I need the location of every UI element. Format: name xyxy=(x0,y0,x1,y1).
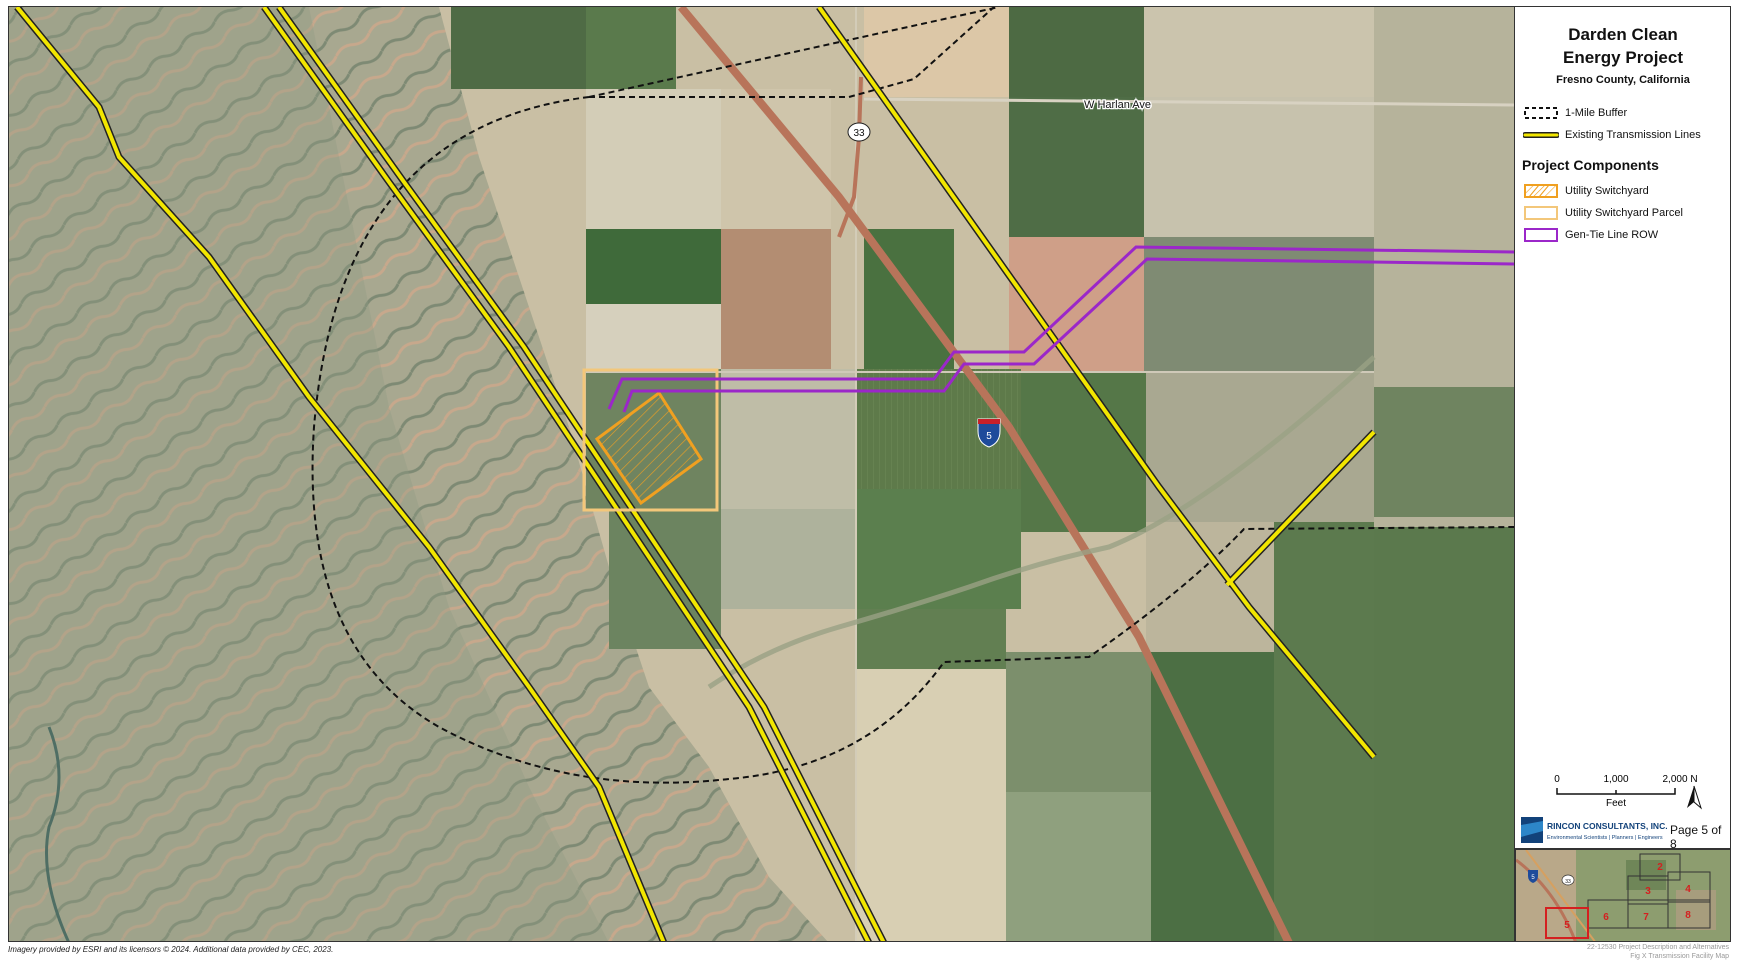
legend-label-gentie: Gen-Tie Line ROW xyxy=(1565,229,1659,241)
rincon-logo: RINCON CONSULTANTS, INC. Environmental S… xyxy=(1521,811,1669,847)
document-reference: 22-12530 Project Description and Alterna… xyxy=(1587,943,1729,961)
legend-label-transmission: Existing Transmission Lines xyxy=(1565,129,1701,141)
gen-tie-row[interactable] xyxy=(607,245,1515,413)
scale-bar: 0 1,000 2,000 Feet xyxy=(1553,772,1693,822)
map-subtitle: Fresno County, California xyxy=(1556,74,1690,86)
inset-interstate-shield: 5 xyxy=(1528,870,1538,883)
parcel-swatch-icon xyxy=(1524,206,1558,220)
scale-tick-1000: 1,000 xyxy=(1603,774,1628,785)
buffer-swatch-icon xyxy=(1524,107,1558,119)
scale-tick-0: 0 xyxy=(1554,774,1560,785)
svg-text:5: 5 xyxy=(1531,875,1535,881)
switchyard-swatch-icon xyxy=(1524,184,1558,198)
map-title-line1: Darden Clean xyxy=(1568,25,1678,44)
map-frame[interactable]: W Harlan Ave 33 5 xyxy=(8,6,1515,942)
inset-page-label-5: 5 xyxy=(1564,920,1570,931)
imagery-credits: Imagery provided by ESRI and its licenso… xyxy=(8,945,334,954)
one-mile-buffer xyxy=(311,7,1514,784)
scale-bar-graphic: 0 1,000 2,000 Feet xyxy=(1554,774,1688,809)
inset-page-label-4: 4 xyxy=(1685,884,1691,895)
one-mile-buffer-top xyxy=(589,7,995,98)
road-label-harlan: W Harlan Ave xyxy=(1084,99,1151,111)
interstate-5-shield: 5 xyxy=(977,418,1001,448)
svg-text:5: 5 xyxy=(986,431,992,442)
inset-page-box-4[interactable] xyxy=(1667,871,1711,903)
inset-page-label-3: 3 xyxy=(1645,886,1651,897)
map-title-line2: Energy Project xyxy=(1563,48,1683,67)
inset-page-box-5-current[interactable] xyxy=(1545,907,1589,939)
legend-panel: Darden Clean Energy Project Fresno Count… xyxy=(1515,6,1731,851)
inset-page-label-6: 6 xyxy=(1603,912,1609,923)
inset-map[interactable]: 5 33 2 3 4 5 6 7 8 xyxy=(1515,849,1731,942)
legend-item-buffer: 1-Mile Buffer xyxy=(1523,105,1627,121)
inset-page-label-8: 8 xyxy=(1685,910,1691,921)
document-reference-line1: 22-12530 Project Description and Alterna… xyxy=(1586,944,1729,951)
inset-map-graphic: 5 33 2 3 4 5 6 7 8 xyxy=(1516,850,1730,941)
river-channel xyxy=(45,726,70,941)
legend-item-transmission: Existing Transmission Lines xyxy=(1523,127,1701,143)
creek-wash xyxy=(707,355,1376,690)
legend-item-switchyard: Utility Switchyard xyxy=(1523,183,1649,199)
inset-page-box-8[interactable] xyxy=(1667,899,1711,929)
legend-item-gentie: Gen-Tie Line ROW xyxy=(1523,227,1658,243)
legend-label-switchyard: Utility Switchyard xyxy=(1565,185,1649,197)
legend-section-header: Project Components xyxy=(1522,157,1659,173)
scale-unit: Feet xyxy=(1606,798,1626,809)
logo-name: RINCON CONSULTANTS, INC. xyxy=(1547,821,1668,831)
inset-page-box-2[interactable] xyxy=(1639,853,1681,881)
route-33-highway xyxy=(837,76,863,238)
legend-label-buffer: 1-Mile Buffer xyxy=(1565,107,1628,119)
aerial-map[interactable]: W Harlan Ave 33 5 xyxy=(9,7,1515,942)
hills-terrain xyxy=(9,7,828,941)
legend-item-parcel: Utility Switchyard Parcel xyxy=(1523,205,1683,221)
inset-route-shield: 33 xyxy=(1561,874,1575,886)
north-arrow-icon: N xyxy=(1687,774,1703,810)
gentie-swatch-icon xyxy=(1524,228,1558,242)
page-label: Page 5 of 8 xyxy=(1670,823,1722,851)
inset-page-label-7: 7 xyxy=(1643,912,1649,923)
utility-switchyard[interactable] xyxy=(594,390,704,506)
document-reference-line2: Fig X Transmission Facility Map xyxy=(1630,953,1729,960)
interstate-5-highway xyxy=(677,7,1293,941)
svg-text:33: 33 xyxy=(853,128,865,139)
north-label: N xyxy=(1690,774,1697,785)
inset-page-label-2: 2 xyxy=(1657,862,1663,873)
logo-tagline: Environmental Scientists | Planners | En… xyxy=(1547,835,1663,841)
switchyard-parcel[interactable] xyxy=(582,368,719,512)
hills-shading xyxy=(9,7,608,941)
svg-text:33: 33 xyxy=(1565,879,1571,885)
transmission-swatch-icon xyxy=(1523,132,1559,138)
scale-tick-2000: 2,000 xyxy=(1662,774,1687,785)
route-33-shield: 33 xyxy=(847,122,871,142)
legend-label-parcel: Utility Switchyard Parcel xyxy=(1565,207,1683,219)
